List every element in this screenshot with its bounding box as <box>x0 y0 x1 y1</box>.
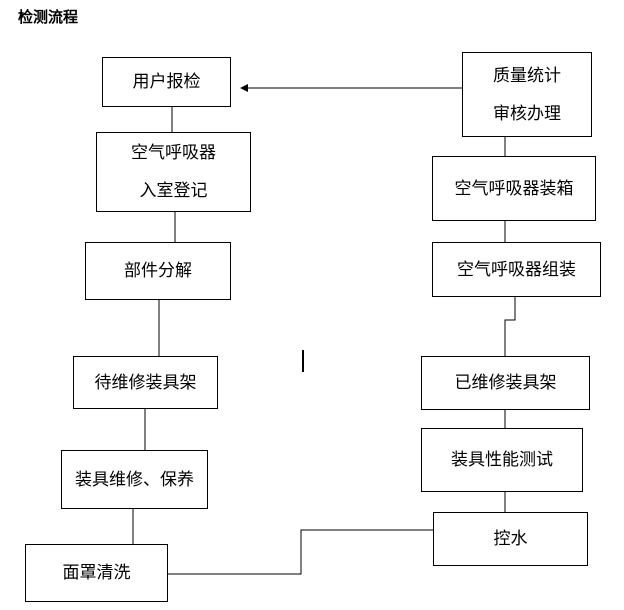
box-pending-repair-rack: 待维修装具架 <box>73 356 218 409</box>
connector-repaired-to-assembly <box>504 297 516 356</box>
box-quality-statistics: 质量统计 审核办理 <box>462 52 592 137</box>
text-cursor <box>302 350 304 372</box>
box-user-report: 用户报检 <box>102 57 231 107</box>
box-performance-test: 装具性能测试 <box>421 428 583 492</box>
box-water-control: 控水 <box>433 512 588 566</box>
box-mask-cleaning-text: 面罩清洗 <box>62 563 131 583</box>
box-apparatus-assembly: 空气呼吸器组装 <box>432 242 601 297</box>
box-component-disassembly: 部件分解 <box>85 242 231 300</box>
box-repaired-rack: 已维修装具架 <box>421 356 590 410</box>
box-performance-test-text: 装具性能测试 <box>451 450 553 470</box>
box-repaired-rack-text: 已维修装具架 <box>454 373 557 393</box>
box-packing-text: 空气呼吸器装箱 <box>454 178 574 199</box>
box-maintenance-text: 装具维修、保养 <box>75 469 194 490</box>
box-equipment-maintenance: 装具维修、保养 <box>61 450 208 509</box>
box-water-control-text: 控水 <box>493 529 528 549</box>
connector-mask-to-water <box>168 529 433 575</box>
box-registration-line-1: 空气呼吸器 <box>131 143 216 163</box>
box-disassembly-text: 部件分解 <box>124 261 192 281</box>
box-breathing-apparatus-registration: 空气呼吸器 入室登记 <box>96 132 251 212</box>
box-mask-cleaning: 面罩清洗 <box>25 544 168 602</box>
box-quality-line-2: 审核办理 <box>493 103 561 124</box>
page-title: 检测流程 <box>18 8 79 26</box>
box-apparatus-packing: 空气呼吸器装箱 <box>432 156 596 221</box>
box-assembly-text: 空气呼吸器组装 <box>457 259 576 280</box>
box-quality-line-1: 质量统计 <box>493 65 561 86</box>
box-pending-rack-text: 待维修装具架 <box>94 372 197 393</box>
box-registration-line-2: 入室登记 <box>139 181 208 201</box>
box-user-report-text: 用户报检 <box>132 72 201 92</box>
